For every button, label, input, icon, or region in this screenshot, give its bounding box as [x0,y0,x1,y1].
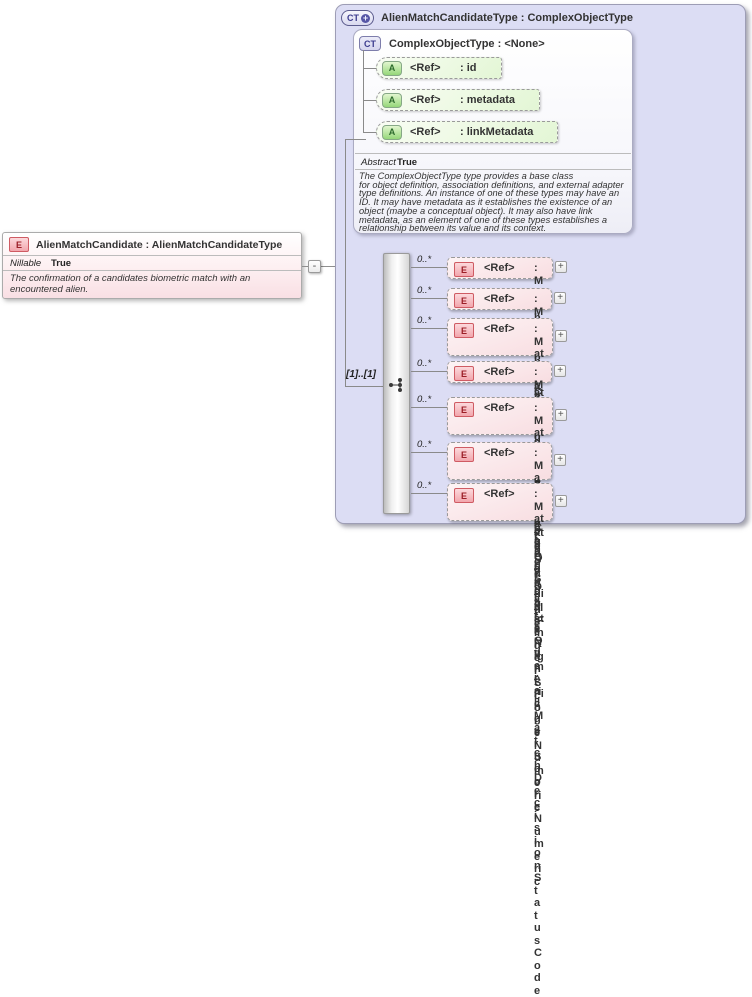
ct-label: CT [347,13,359,23]
element-MatchCandidateRankNumeric[interactable]: E <Ref> : MatchCandidateRankNumeric + [447,257,567,537]
global-element-box[interactable]: E AlienMatchCandidate : AlienMatchCandid… [2,232,302,299]
attribute-name: : id [460,62,477,74]
occurs-label: 0..* [417,315,432,326]
facet-row-abstract: Abstract True [354,155,632,169]
element-MatchCandidateOverallFingerScoreNumeric[interactable]: E <Ref> : MatchCandidateOverallFingerSco… [447,397,567,814]
expand-button[interactable]: + [554,292,567,304]
expand-button[interactable]: + [554,454,567,466]
collapse-toggle-button[interactable]: - [308,260,321,273]
element-MatchCandidateDetainedDate[interactable]: E <Ref> : MatchCandidateDetainedDate + [447,288,567,630]
divider [355,169,631,170]
complextype-title: AlienMatchCandidateType : ComplexObjectT… [381,12,634,24]
element-ref: <Ref> [484,293,515,305]
facet-name: Nillable [10,258,42,269]
element-MatchCandidateOverallMatchDecisionStatusCode[interactable]: E <Ref> : MatchCandidateOverallMatchDeci… [447,442,567,997]
element-ref: <Ref> [484,366,515,378]
connector-line [345,386,383,387]
connector-line [411,298,447,299]
occurs-label: 0..* [417,480,432,491]
element-MatchCandidateStatus[interactable]: E <Ref> : MatchCandidateStatus + [447,361,567,628]
element-ref: <Ref> [484,488,515,500]
attribute-branch-line [363,100,376,101]
occurs-label: 0..* [417,394,432,405]
complextype-container[interactable]: CT + AlienMatchCandidateType : ComplexOb… [335,4,746,997]
element-icon: E [454,402,474,417]
occurs-label: 0..* [417,358,432,369]
occurs-label: 0..* [417,439,432,450]
expand-button[interactable]: + [554,409,567,421]
divider [3,270,301,271]
element-ref: <Ref> [484,447,515,459]
attribute-tree-line [363,50,364,133]
facet-name: Abstract [361,157,396,168]
connector-line [411,371,447,372]
expand-button[interactable]: + [554,495,567,507]
sequence-icon [389,378,402,392]
element-icon: E [454,323,474,338]
complextype-icon: CT [359,36,381,51]
divider [3,255,301,256]
attribute-metadata[interactable]: A <Ref> : metadata [376,89,541,111]
element-MatchCandidateRightFingerScoreNumeric[interactable]: E <Ref> : MatchCandidateRightFingerScore… [447,483,567,888]
plus-circle-icon: + [361,12,370,23]
attribute-icon: A [382,60,402,76]
connector-line [411,407,447,408]
element-icon: E [454,488,474,503]
attribute-name: : linkMetadata [460,126,534,138]
expand-button[interactable]: + [554,330,567,342]
element-ref: <Ref> [484,402,515,414]
element-icon: E [454,293,474,308]
element-icon: E [9,237,29,252]
global-element-title: AlienMatchCandidate : AlienMatchCandidat… [36,238,283,251]
connector-line [345,139,346,387]
attribute-linkMetadata[interactable]: A <Ref> : linkMetadata [376,121,559,143]
occurs-label: 0..* [417,254,432,265]
attribute-ref: <Ref> [410,62,441,74]
attribute-icon: A [382,92,402,108]
connector-line [411,267,447,268]
base-type-title: ComplexObjectType : <None> [389,37,545,50]
base-type-header: CT ComplexObjectType : <None> [354,30,632,53]
base-type-annotation: The ComplexObjectType type provides a ba… [359,171,624,234]
element-icon: E [454,262,474,277]
complextype-header: CT + AlienMatchCandidateType : ComplexOb… [341,10,633,26]
attribute-ref: <Ref> [410,126,441,138]
element-ref: <Ref> [484,323,515,335]
connector-line [411,328,447,329]
complextype-extension-badge: CT + [341,10,374,26]
base-type-box[interactable]: CT ComplexObjectType : <None> A <Ref> : … [353,29,633,234]
element-icon: E [454,447,474,462]
connector-line [345,139,366,140]
attribute-branch-line [363,68,376,69]
divider [355,153,631,154]
occurrence-label: [1]..[1] [346,369,376,380]
attribute-id[interactable]: A <Ref> : id [376,57,502,79]
element-MatchCandidateLeftFingerScoreNumeric[interactable]: E <Ref> : MatchCandidateLeftFingerScoreN… [447,318,567,710]
element-name: : MatchCandidateRightFingerScoreNumeric [534,488,544,888]
attribute-icon: A [382,124,402,140]
facet-row-nillable: Nillable True [3,256,301,270]
element-ref: <Ref> [484,262,515,274]
connector-line [411,493,447,494]
attribute-name: : metadata [460,94,516,106]
element-icon: E [454,366,474,381]
facet-value: True [397,157,418,168]
occurs-label: 0..* [417,285,432,296]
expand-button[interactable]: + [554,365,567,377]
global-element-header: E AlienMatchCandidate : AlienMatchCandid… [3,233,301,255]
attribute-ref: <Ref> [410,94,441,106]
connector-line [411,452,447,453]
sequence-compositor[interactable] [383,253,410,514]
expand-button[interactable]: + [554,261,567,273]
facet-value: True [51,258,72,269]
attribute-branch-line [363,132,376,133]
element-annotation: The confirmation of a candidates biometr… [10,273,251,295]
